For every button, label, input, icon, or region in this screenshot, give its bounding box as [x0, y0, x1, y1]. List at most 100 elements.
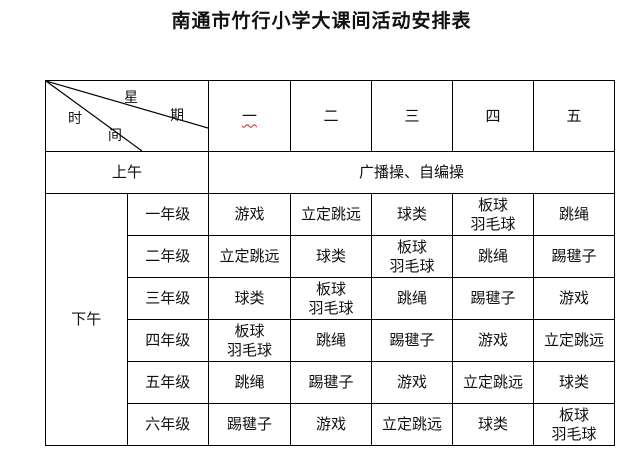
activity-cell: 跳绳	[290, 319, 372, 362]
day-label: 四	[485, 106, 501, 125]
activity-text: 板球	[315, 279, 346, 298]
activity-cell: 踢毽子	[371, 319, 453, 362]
activity-text: 跳绳	[315, 331, 346, 349]
activity-text: 板球	[396, 237, 427, 256]
activity-cell: 踢毽子	[208, 403, 291, 446]
activity-cell: 板球羽毛球	[290, 277, 372, 320]
activity-text: 游戏	[558, 289, 589, 307]
activity-text: 球类	[315, 247, 346, 265]
morning-activity: 广播操、自编操	[208, 151, 615, 194]
activity-text: 游戏	[315, 415, 346, 433]
activity-cell: 游戏	[290, 403, 372, 446]
grade-label: 三年级	[126, 277, 209, 320]
activity-cell: 游戏	[452, 319, 534, 362]
activity-text: 板球	[558, 405, 589, 424]
grade-label: 六年级	[126, 403, 209, 446]
activity-text: 立定跳远	[300, 205, 361, 223]
activity-cell: 跳绳	[533, 193, 615, 236]
activity-text: 立定跳远	[543, 331, 604, 349]
activity-text: 踢毽子	[551, 247, 597, 265]
activity-cell: 踢毽子	[452, 277, 534, 320]
grade-label: 一年级	[126, 193, 209, 236]
activity-cell: 立定跳远	[452, 361, 534, 404]
corner-label-qi: 期	[170, 108, 184, 124]
activity-text: 踢毽子	[389, 331, 435, 349]
activity-cell: 游戏	[208, 193, 291, 236]
activity-text: 羽毛球	[470, 214, 516, 233]
activity-text: 踢毽子	[308, 373, 354, 391]
day-header-5: 五	[533, 80, 615, 152]
activity-cell: 球类	[208, 277, 291, 320]
activity-text: 羽毛球	[226, 340, 272, 359]
activity-cell: 板球羽毛球	[371, 235, 453, 278]
activity-cell: 游戏	[371, 361, 453, 404]
activity-text: 跳绳	[234, 373, 265, 391]
activity-text: 踢毽子	[470, 289, 516, 307]
day-label: 五	[566, 106, 582, 125]
table-row: 二年级 立定跳远 球类 板球羽毛球 跳绳 踢毽子	[46, 235, 615, 278]
grade-label: 五年级	[126, 361, 209, 404]
activity-cell: 跳绳	[452, 235, 534, 278]
activity-cell: 板球羽毛球	[452, 193, 534, 236]
day-header-3: 三	[371, 80, 453, 152]
grade-label: 二年级	[126, 235, 209, 278]
page-title: 南通市竹行小学大课间活动安排表	[171, 10, 472, 32]
activity-text: 板球	[477, 195, 508, 214]
diagonal-lines	[46, 81, 208, 151]
table-row: 四年级 板球羽毛球 跳绳 踢毽子 游戏 立定跳远	[46, 319, 615, 362]
activity-text: 羽毛球	[551, 424, 597, 443]
activity-text: 跳绳	[396, 289, 427, 307]
corner-label-jian: 间	[108, 128, 122, 144]
activity-text: 球类	[396, 205, 427, 223]
day-label: 一	[241, 106, 257, 125]
day-header-2: 二	[290, 80, 372, 152]
activity-text: 游戏	[396, 373, 427, 391]
activity-cell: 球类	[290, 235, 372, 278]
activity-cell: 球类	[533, 361, 615, 404]
header-row: 星 期 时 间 一 二 三 四 五	[45, 80, 615, 152]
activity-text: 跳绳	[558, 205, 589, 223]
activity-text: 立定跳远	[381, 415, 442, 433]
activity-cell: 跳绳	[371, 277, 453, 320]
activity-cell: 立定跳远	[208, 235, 291, 278]
morning-row: 上午 广播操、自编操	[45, 151, 615, 194]
grade-label: 四年级	[126, 319, 209, 362]
activity-text: 球类	[477, 415, 508, 433]
activity-cell: 板球羽毛球	[533, 403, 615, 446]
activity-text: 板球	[234, 321, 265, 340]
activity-cell: 踢毽子	[533, 235, 615, 278]
table-row: 五年级 跳绳 踢毽子 游戏 立定跳远 球类	[46, 361, 615, 404]
activity-text: 立定跳远	[462, 373, 523, 391]
table-row: 三年级 球类 板球羽毛球 跳绳 踢毽子 游戏	[46, 277, 615, 320]
afternoon-label: 下午	[45, 193, 128, 446]
day-header-1: 一	[208, 80, 291, 152]
activity-text: 游戏	[477, 331, 508, 349]
activity-text: 球类	[234, 289, 265, 307]
activity-cell: 踢毽子	[290, 361, 372, 404]
activity-text: 跳绳	[477, 247, 508, 265]
schedule-table: 星 期 时 间 一 二 三 四 五 上午 广播操、自编操 下午 一年级 游戏 立…	[45, 80, 615, 446]
day-label: 三	[404, 106, 420, 125]
table-row: 六年级 踢毽子 游戏 立定跳远 球类 板球羽毛球	[46, 403, 615, 446]
activity-text: 踢毽子	[226, 415, 272, 433]
day-header-4: 四	[452, 80, 534, 152]
activity-text: 羽毛球	[308, 298, 354, 317]
activity-cell: 立定跳远	[533, 319, 615, 362]
activity-cell: 球类	[452, 403, 534, 446]
morning-label: 上午	[45, 151, 209, 194]
activity-cell: 板球羽毛球	[208, 319, 291, 362]
activity-text: 羽毛球	[389, 256, 435, 275]
activity-cell: 立定跳远	[290, 193, 372, 236]
activity-cell: 立定跳远	[371, 403, 453, 446]
activity-cell: 球类	[371, 193, 453, 236]
activity-cell: 跳绳	[208, 361, 291, 404]
table-row: 下午 一年级 游戏 立定跳远 球类 板球羽毛球 跳绳	[45, 193, 615, 446]
corner-label-shi: 时	[68, 111, 82, 127]
day-label: 二	[323, 106, 339, 125]
activity-text: 立定跳远	[219, 247, 280, 265]
corner-label-xing: 星	[124, 90, 138, 106]
activity-text: 球类	[558, 373, 589, 391]
activity-cell: 游戏	[533, 277, 615, 320]
diagonal-header-cell: 星 期 时 间	[45, 80, 209, 152]
activity-text: 游戏	[234, 205, 265, 223]
